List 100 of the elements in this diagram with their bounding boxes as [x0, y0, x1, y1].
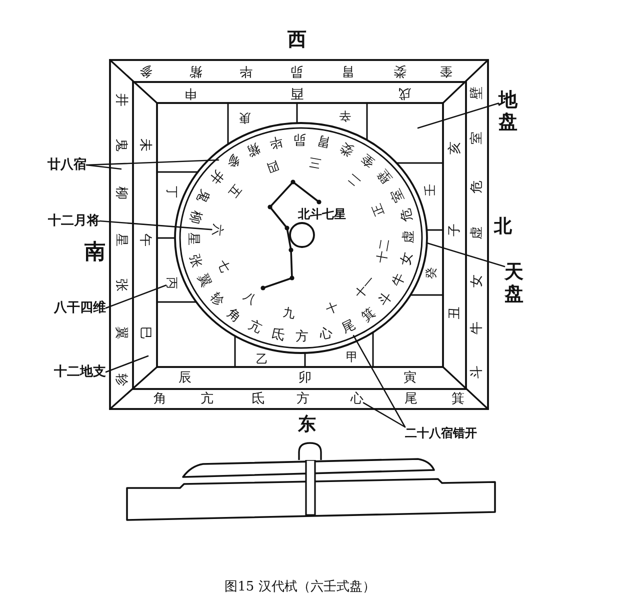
mansion-name: 亢 [200, 392, 214, 406]
callout-label: 二十八宿错开 [405, 427, 477, 439]
branch-name: 酉 [290, 86, 304, 99]
stem-name: 庚 [239, 112, 251, 124]
callout-label: 天盘 [504, 262, 524, 306]
mansion-name: 箕 [360, 306, 378, 324]
direction-label: 南 [84, 242, 106, 262]
mansion-name: 女 [470, 274, 484, 288]
month-number: 十 [324, 300, 340, 316]
mansion-name: 轸 [114, 374, 128, 386]
leader-line [417, 102, 500, 129]
caption: 图15 汉代栻（六壬式盘） [224, 580, 376, 594]
branch-name: 亥 [448, 142, 461, 154]
mansion-name: 亢 [246, 318, 264, 336]
mansion-name: 井 [206, 168, 225, 186]
mansion-name: 娄 [338, 140, 356, 158]
month-number: 七 [216, 258, 232, 274]
mansion-name: 方 [295, 330, 308, 344]
mansion-name: 氐 [270, 326, 286, 342]
mansion-name: 虚 [470, 226, 484, 240]
mansion-name: 女 [399, 252, 415, 268]
callout-label: 廿八宿 [48, 158, 86, 172]
direction-label: 西 [288, 30, 306, 50]
stem-name: 丙 [166, 277, 178, 289]
mansion-name: 胃 [342, 64, 354, 78]
mansion-name: 方 [296, 392, 310, 406]
stem-name: 壬 [424, 184, 436, 196]
mansion-name: 娄 [394, 64, 406, 78]
stem-name: 辛 [339, 110, 351, 122]
mansion-name: 参 [140, 64, 152, 78]
stem-name: 癸 [425, 267, 437, 279]
mansion-name: 危 [470, 180, 484, 194]
callout-label: 十二地支 [54, 366, 106, 378]
leader-line [99, 220, 212, 230]
mansion-name: 轸 [208, 291, 226, 310]
branch-name: 辰 [178, 372, 192, 384]
mansion-name: 星 [186, 232, 200, 246]
mansion-name: 心 [350, 392, 364, 406]
month-number: 二 [346, 171, 363, 188]
mansion-name: 奎 [440, 64, 452, 78]
mansion-name: 壁 [376, 166, 394, 185]
direction-label: 北 [494, 218, 512, 236]
mansion-name: 柳 [114, 186, 128, 200]
leader-line [86, 159, 220, 166]
mansion-name: 角 [224, 306, 244, 325]
branch-name: 午 [138, 234, 152, 246]
mansion-name: 翼 [114, 326, 128, 340]
mansion-name: 心 [318, 326, 334, 342]
direction-label: 东 [298, 416, 316, 434]
mansion-name: 斗 [377, 290, 396, 308]
callout-label: 地盘 [498, 90, 518, 134]
mansion-name: 斗 [470, 366, 484, 378]
month-number: 四 [264, 158, 280, 174]
mansion-name: 氐 [252, 392, 264, 406]
mansion-name: 室 [390, 186, 408, 204]
leader-line [105, 355, 149, 373]
month-number: 十二 [374, 238, 391, 264]
mansion-name: 奎 [358, 151, 378, 170]
branch-name: 戌 [398, 86, 412, 99]
month-number: 五 [227, 182, 244, 200]
mansion-name: 觜 [190, 64, 202, 78]
constellation-label: 北斗七星 [298, 208, 346, 220]
mansion-name: 胃 [316, 134, 332, 150]
mansion-name: 室 [470, 132, 484, 144]
mansion-name: 星 [114, 234, 128, 246]
mansion-name: 尾 [404, 392, 418, 406]
mansion-name: 牛 [470, 322, 484, 334]
leader-line [426, 242, 506, 268]
branch-name: 子 [448, 224, 461, 236]
month-number: 十一 [352, 274, 378, 300]
mansion-name: 箕 [452, 392, 464, 406]
branch-name: 巳 [138, 326, 152, 340]
mansion-name: 牛 [390, 272, 408, 289]
stem-name: 乙 [256, 353, 268, 365]
mansion-name: 毕 [268, 134, 284, 150]
branch-name: 寅 [404, 372, 416, 384]
branch-name: 卯 [298, 372, 312, 384]
mansion-name: 危 [398, 208, 414, 224]
mansion-name: 张 [188, 252, 204, 268]
mansion-name: 壁 [470, 86, 484, 100]
leader-line [86, 164, 122, 170]
branch-name: 未 [138, 138, 152, 152]
mansion-name: 尾 [340, 318, 358, 336]
mansion-name: 昴 [290, 64, 304, 78]
mansion-name: 毕 [240, 64, 252, 78]
leader-line [352, 334, 406, 428]
month-number: 八 [241, 289, 258, 306]
callout-label: 十二月将 [48, 214, 100, 228]
month-number: 九 [282, 306, 296, 320]
mansion-name: 鬼 [114, 138, 128, 152]
mansion-name: 昴 [294, 132, 307, 146]
leader-line [362, 402, 406, 428]
mansion-name: 角 [154, 392, 166, 406]
mansion-name: 鬼 [194, 187, 212, 204]
branch-name: 丑 [448, 306, 461, 320]
stem-name: 甲 [346, 351, 358, 363]
mansion-name: 虚 [402, 230, 416, 244]
month-number: 正 [370, 202, 386, 218]
mansion-name: 觜 [244, 140, 262, 158]
month-number: 三 [308, 156, 322, 170]
